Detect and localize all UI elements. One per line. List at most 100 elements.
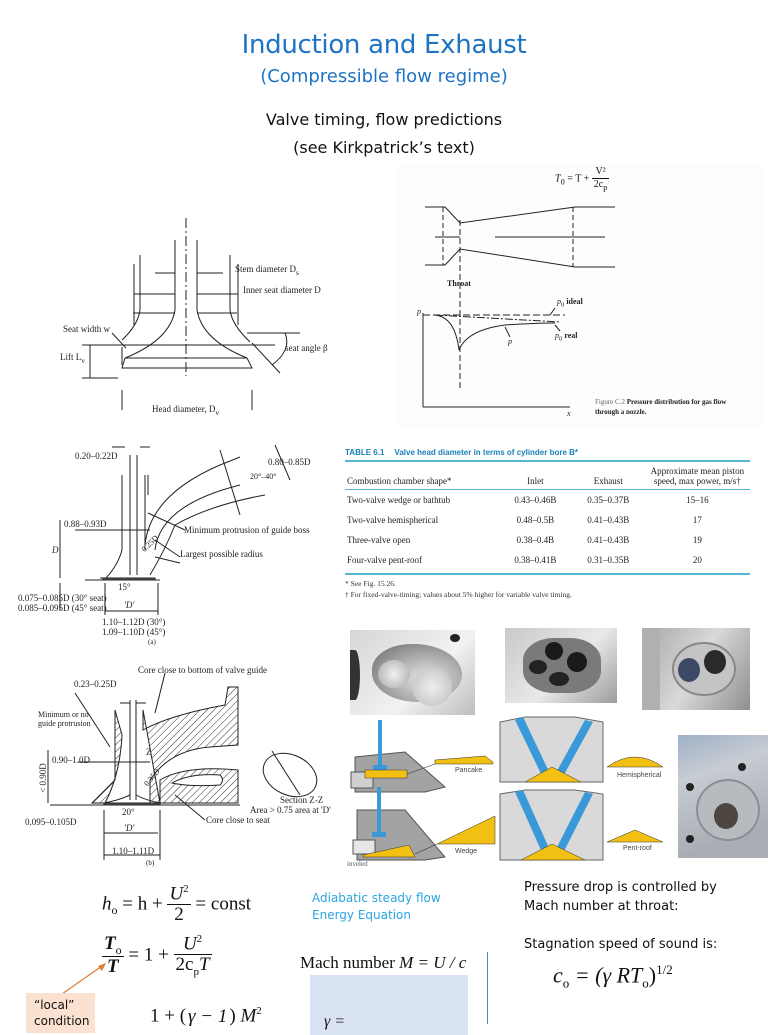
stagnation-speed-equation: co = (γ RTo)1/2 — [553, 962, 673, 991]
photo-combustion-chamber-3 — [642, 628, 750, 710]
photo-combustion-chamber-2 — [505, 628, 617, 703]
intake-port-diagram-b: Core close to bottom of valve guide 0.23… — [0, 655, 340, 870]
label-min-guide-1: Minimum or no — [38, 710, 89, 719]
label-d: D — [52, 545, 59, 555]
label-outer-b: 1.10–1.11D — [112, 846, 155, 856]
column-header: Inlet — [498, 462, 572, 490]
label-core-guide: Core close to bottom of valve guide — [138, 665, 267, 675]
callout-line: “local” — [34, 998, 75, 1012]
label-hemispherical: Hemispherical — [617, 772, 662, 779]
table-cell: 0.38–0.41B — [514, 555, 557, 565]
local-condition-callout: “local” condition — [26, 993, 95, 1033]
pancake-chamber — [350, 720, 494, 793]
caption-a: (a) — [148, 638, 156, 646]
label-stem-gap: 0.20–0.22D — [75, 451, 118, 461]
column-header: Exhaust — [571, 462, 645, 490]
note-line: Mach number at throat: — [524, 899, 679, 914]
intake-port-diagram-a: 0.20–0.22D 0.80–0.85D 20°–40° 0.88–0.93D… — [0, 435, 335, 650]
label-min-guide-2: guide protrusion — [38, 719, 91, 728]
label-angle-20: 20° — [122, 807, 135, 817]
table-cell: 0.43–0.46B — [514, 495, 557, 505]
label-inner-d: 'D' — [124, 600, 135, 610]
label-p0-real: p0 real — [555, 331, 578, 343]
column-header: Approximate mean piston speed, max power… — [644, 462, 750, 490]
table-cell: 0.31–0.35B — [587, 555, 630, 565]
label-throat-dim-b: 0.90–1.0D — [52, 755, 90, 765]
table-cell: 17 — [692, 515, 702, 525]
label-throat: Throat — [447, 279, 471, 288]
nozzle-drawing — [422, 206, 615, 408]
label-inner-seat-diameter: Inner seat diameter D — [243, 285, 321, 295]
gamma-equation-partial: γ = — [324, 1013, 346, 1030]
energy-equation-note: Adiabatic steady flow Energy Equation — [312, 890, 441, 924]
label-section-1: Section Z-Z — [280, 795, 324, 805]
note-line: Energy Equation — [312, 908, 411, 922]
mach-highlight-box: γ = — [310, 975, 468, 1035]
label-outlet-width: 0.80–0.85D — [268, 457, 311, 467]
chamber-shape-illustrations: Pancake Wedge Hemispherical Pent-roof in… — [345, 712, 675, 872]
label-seat-width: Seat width w — [63, 324, 110, 334]
label-outer-30: 1.10–1.12D (30°) — [102, 617, 166, 627]
label-lift: Lift Lv — [60, 352, 85, 365]
label-pentroof: Pent-roof — [623, 845, 652, 852]
table-cell: 0.48–0.5B — [516, 515, 555, 525]
wedge-chamber — [352, 787, 496, 861]
stagnation-sound-note: Stagnation speed of sound is: — [524, 937, 718, 952]
table-cell: Three-valve open — [347, 535, 411, 545]
subheading-line-1: Valve timing, flow predictions — [265, 110, 503, 129]
label-angle-15: 15° — [118, 582, 131, 592]
table-cell: 20 — [692, 555, 702, 565]
caption-b: (b) — [146, 859, 155, 867]
page-title: Induction and Exhaust — [241, 30, 527, 60]
label-p-axis: p — [417, 307, 421, 316]
label-seat-45: 0.085–0.095D (45° seat) — [18, 603, 107, 613]
port-a-drawing — [59, 444, 291, 615]
label-min-protrusion: Minimum protrusion of guide boss — [184, 525, 310, 535]
table-cell: Two-valve wedge or bathtub — [347, 495, 451, 505]
label-head-diameter: Head diameter, Dv — [152, 404, 220, 417]
label-wedge: Wedge — [455, 848, 478, 855]
label-outer-45: 1.09–1.10D (45°) — [102, 627, 166, 637]
label-port-angle: 20°–40° — [250, 472, 277, 481]
table-row: Three-valve open 0.38–0.4B 0.41–0.43B 19 — [345, 530, 750, 550]
table-cell: 15–16 — [686, 495, 709, 505]
label-throat-dim: 0.88–0.93D — [64, 519, 107, 529]
label-inner-d-b: 'D' — [124, 823, 135, 833]
subheading-line-2: (see Kirkpatrick’s text) — [293, 138, 475, 157]
label-seat-b: 0.095–0.105D — [25, 817, 77, 827]
hemispherical-chamber — [499, 716, 664, 783]
label-pancake: Pancake — [455, 767, 483, 774]
figure-caption: Figure C.2 Pressure distribution for gas… — [595, 398, 727, 416]
table-header-row: Combustion chamber shape* Inlet Exhaust … — [345, 462, 750, 490]
footnote: † For fixed-valve-timing; values about 5… — [345, 589, 572, 599]
column-header: Combustion chamber shape* — [345, 462, 499, 490]
valve-geometry-diagram: Stem diameter Ds Inner seat diameter D S… — [30, 200, 370, 425]
table: Combustion chamber shape* Inlet Exhaust … — [345, 462, 750, 570]
valve-geometry-drawing — [82, 218, 300, 425]
photo-cylinder-head — [678, 735, 768, 858]
note-line: Pressure drop is controlled by — [524, 880, 717, 895]
mach-temperature-equation-partial: 1 + (γ − 1) M2 — [150, 1005, 262, 1027]
photo-combustion-chamber-1 — [350, 630, 475, 715]
table-footnotes: * See Fig. 15.26. † For fixed-valve-timi… — [345, 578, 750, 600]
table-cell: 19 — [692, 535, 702, 545]
label-p-curve: p — [508, 337, 512, 346]
footnote: * See Fig. 15.26. — [345, 578, 396, 588]
pressure-drop-note: Pressure drop is controlled by Mach numb… — [524, 878, 717, 916]
label-zz: Z — [146, 747, 152, 757]
callout-line: condition — [34, 1014, 90, 1028]
table-row: Four-valve pent-roof 0.38–0.41B 0.31–0.3… — [345, 550, 750, 570]
label-core-seat: Core close to seat — [206, 815, 270, 825]
chamber-shapes-drawing — [350, 716, 664, 861]
pentroof-chamber — [499, 789, 664, 861]
page-subtitle: (Compressible flow regime) — [260, 66, 508, 87]
table-top-rule — [345, 460, 750, 462]
table-cell: 0.35–0.37B — [587, 495, 630, 505]
vertical-divider — [487, 952, 488, 1024]
local-condition-arrow — [61, 963, 106, 995]
